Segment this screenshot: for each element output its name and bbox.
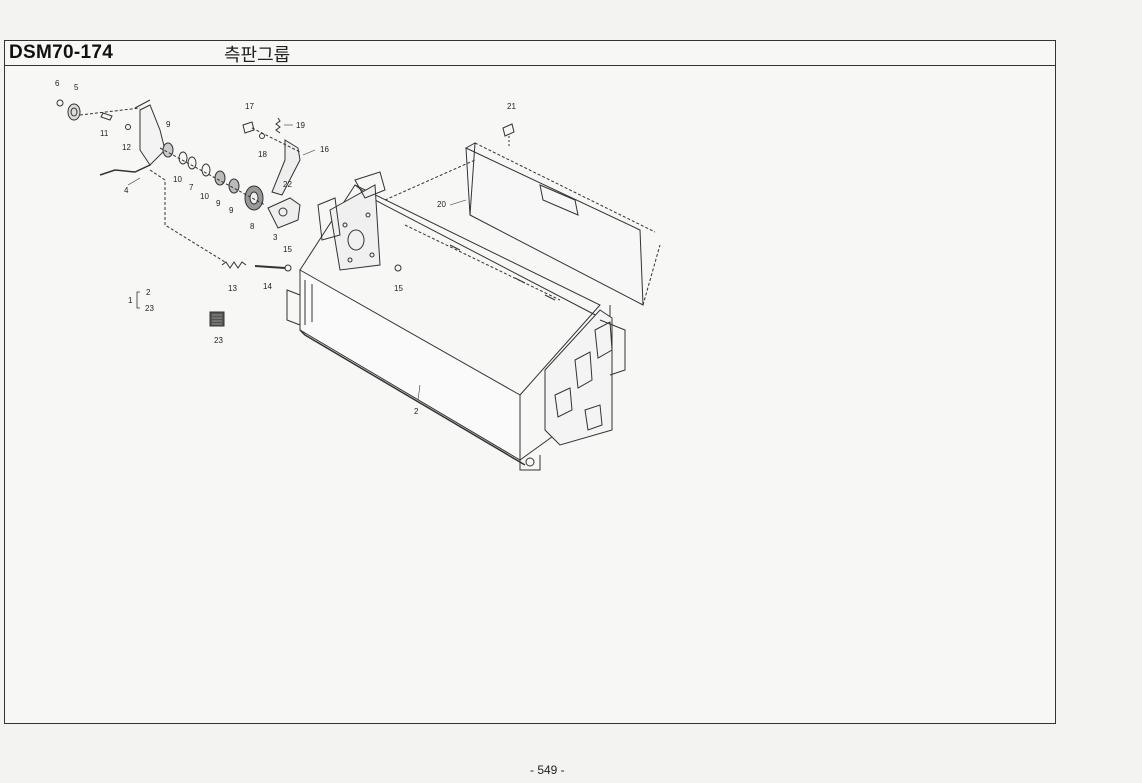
callout-9b: 9 — [216, 199, 221, 208]
screw-11 — [100, 112, 113, 121]
callout-22: 22 — [283, 180, 292, 189]
callout-20: 20 — [437, 200, 446, 209]
callout-labels: 6 5 11 12 4 9 10 7 10 9 9 8 17 18 19 16 … — [55, 79, 516, 416]
kit-parent: 1 — [128, 296, 133, 305]
callout-10a: 10 — [173, 175, 182, 184]
callout-19: 19 — [296, 121, 305, 130]
rod-14 — [254, 265, 286, 269]
callout-5: 5 — [74, 83, 79, 92]
cover-plate-part — [384, 142, 661, 306]
kit-child-2: 2 — [146, 288, 151, 297]
gear-stack — [159, 142, 266, 211]
nut-15b — [394, 264, 402, 272]
spring-19 — [275, 117, 281, 134]
spring-13 — [221, 261, 247, 269]
bolt-21 — [502, 123, 515, 148]
bracket-3 — [267, 197, 301, 229]
kit-legend: 1 2 23 — [128, 288, 154, 313]
page-number: - 549 - — [530, 763, 565, 777]
callout-9a: 9 — [166, 120, 171, 129]
nut-15 — [284, 264, 292, 272]
plate-16 — [271, 139, 301, 196]
diagram-code: DSM70-174 — [9, 42, 114, 63]
callout-21: 21 — [507, 102, 516, 111]
callout-13: 13 — [228, 284, 237, 293]
callout-17: 17 — [245, 102, 254, 111]
label-plate-23 — [209, 311, 225, 327]
collar-5 — [67, 103, 81, 121]
callout-8: 8 — [250, 222, 255, 231]
washer-6 — [56, 99, 64, 107]
callout-9c: 9 — [229, 206, 234, 215]
callout-11: 11 — [100, 129, 109, 138]
callout-10b: 10 — [200, 192, 209, 201]
callout-18: 18 — [258, 150, 267, 159]
header-bar: DSM70-174 측판그룹 — [5, 41, 1055, 66]
callout-15b: 15 — [394, 284, 403, 293]
callout-16: 16 — [320, 145, 329, 154]
kit-child-23: 23 — [145, 304, 154, 313]
callout-23: 23 — [214, 336, 223, 345]
washer-12 — [125, 124, 131, 130]
callout-3: 3 — [273, 233, 278, 242]
diagram-title: 측판그룹 — [224, 45, 291, 66]
callout-12: 12 — [122, 143, 131, 152]
callout-2: 2 — [414, 407, 419, 416]
callout-14: 14 — [263, 282, 272, 291]
washer-18 — [259, 133, 265, 139]
callout-6: 6 — [55, 79, 60, 88]
bolt-17 — [242, 121, 255, 134]
side-frame-part — [286, 171, 626, 471]
callout-15a: 15 — [283, 245, 292, 254]
parts-sheet: DSM70-174 측판그룹 — [4, 40, 1056, 724]
lever-arm — [139, 104, 166, 166]
callout-4: 4 — [124, 186, 129, 195]
callout-7: 7 — [189, 183, 194, 192]
